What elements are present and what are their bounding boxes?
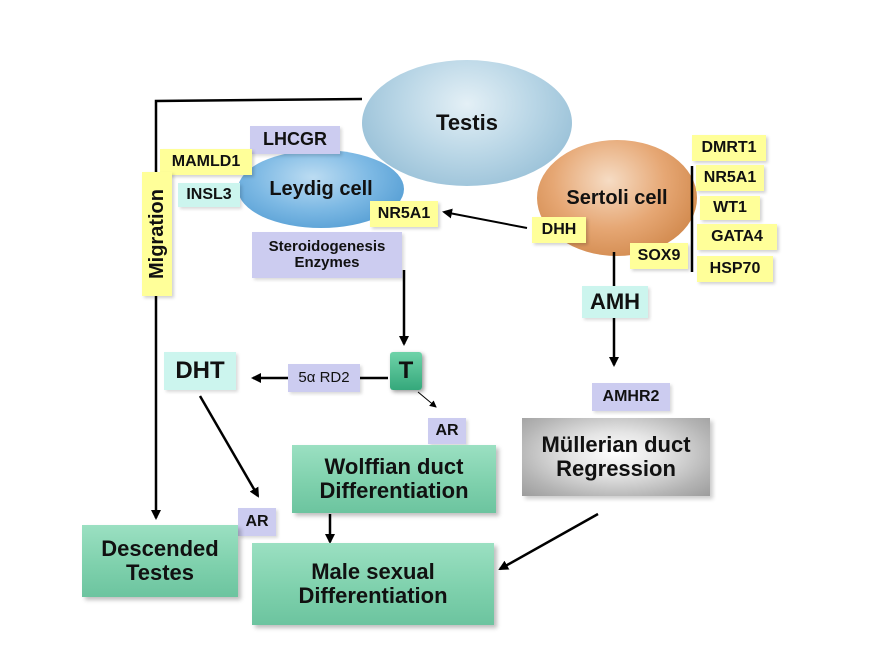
amhr2-label: AMHR2	[592, 383, 670, 411]
migration-label: Migration	[142, 172, 172, 296]
steroidogenesis-label: Steroidogenesis Enzymes	[252, 232, 402, 278]
dht-to-ar-arrow	[198, 395, 260, 498]
sertoli-cell-label: Sertoli cell	[566, 186, 668, 209]
migration-text: Migration	[146, 189, 168, 279]
mullerian-to-male-arrow	[498, 512, 599, 571]
sox9-label: SOX9	[630, 243, 688, 269]
t-to-ar-arrow	[417, 391, 437, 408]
ar-t-label: AR	[428, 418, 466, 444]
migration-line	[151, 97, 363, 520]
wolffian-duct-box: Wolffian duct Differentiation	[292, 445, 496, 513]
amh-label: AMH	[582, 286, 648, 318]
mullerian-duct-box: Müllerian duct Regression	[522, 418, 710, 496]
testis-node: Testis	[362, 60, 572, 186]
5ard2-label: 5α RD2	[288, 364, 360, 392]
male-sexual-differentiation-box: Male sexual Differentiation	[252, 543, 494, 625]
mamld1-label: MAMLD1	[160, 149, 252, 175]
ar-dht-label: AR	[238, 508, 276, 536]
dmrt1-label: DMRT1	[692, 135, 766, 161]
leydig-cell-label: Leydig cell	[269, 177, 373, 200]
testis-label: Testis	[436, 110, 498, 135]
hsp70-label: HSP70	[697, 256, 773, 282]
insl3-label: INSL3	[178, 183, 240, 207]
wt1-label: WT1	[700, 196, 760, 220]
descended-testes-box: Descended Testes	[82, 525, 238, 597]
dhh-to-nr5a1-arrow	[442, 208, 528, 229]
nr5a1-leydig-label: NR5A1	[370, 201, 438, 227]
nr5a1-sertoli-label: NR5A1	[696, 165, 764, 191]
dhh-label: DHH	[532, 217, 586, 243]
t-node: T	[390, 352, 422, 390]
dht-node: DHT	[164, 352, 236, 390]
lhcgr-label: LHCGR	[250, 126, 340, 154]
gata4-label: GATA4	[697, 224, 777, 250]
